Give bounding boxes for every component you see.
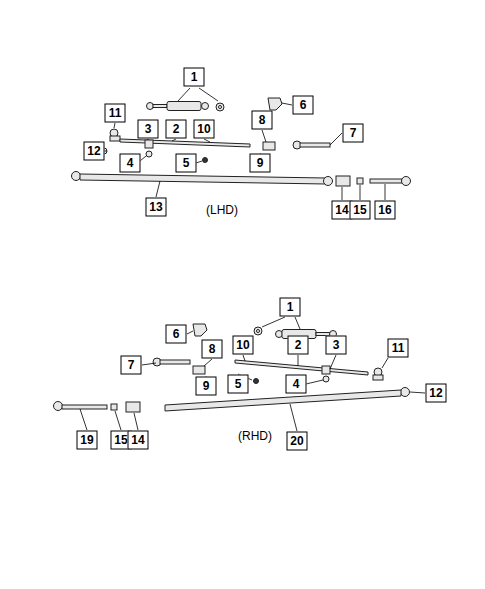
tie-rod-end: [54, 402, 63, 411]
callout-number: 4: [120, 154, 141, 173]
callout-number: 5: [228, 375, 249, 394]
callout-number: 12: [84, 142, 105, 161]
callout-number: 5: [176, 154, 197, 173]
callout-number: 16: [375, 201, 396, 220]
callout-number: 1: [184, 68, 205, 87]
bracket: [193, 324, 207, 336]
callout-number: 2: [166, 120, 187, 139]
clamp: [145, 140, 153, 148]
nut: [357, 178, 363, 184]
adjuster-rod: [120, 139, 250, 147]
sleeve: [126, 402, 140, 412]
adjuster-rod: [235, 360, 368, 375]
washer: [216, 103, 224, 111]
callout-number: 20: [287, 432, 308, 451]
callout-number: 13: [146, 198, 167, 217]
callout-number: 7: [343, 124, 364, 143]
callout-number: 8: [252, 111, 273, 130]
callout-number: 15: [350, 201, 371, 220]
callout-number: 2: [288, 336, 309, 355]
drag-link: [72, 172, 81, 181]
tie-rod-end: [370, 179, 402, 183]
callout-number: 6: [293, 96, 314, 115]
drag-link: [401, 388, 410, 397]
callout-number: 9: [196, 377, 217, 396]
nut: [203, 158, 208, 163]
callout-number: 4: [286, 375, 307, 394]
callout-number: 14: [128, 431, 149, 450]
steering-damper: [147, 102, 225, 112]
callout-number: 6: [166, 325, 187, 344]
callout-number: 8: [202, 340, 223, 359]
callout-number: 12: [426, 384, 447, 403]
view-label: (LHD): [205, 203, 239, 217]
nut: [111, 404, 117, 410]
callout-number: 19: [77, 431, 98, 450]
callout-number: 7: [121, 356, 142, 375]
leader-lines: [80, 88, 425, 431]
callout-number: 10: [233, 336, 254, 355]
clamp: [322, 366, 330, 374]
callout-number: 10: [194, 120, 215, 139]
clamp: [263, 142, 275, 150]
callout-number: 11: [388, 339, 409, 358]
clamp: [193, 366, 205, 374]
callout-number: 9: [250, 154, 271, 173]
callout-number: 1: [280, 298, 301, 317]
view-label: (RHD): [237, 429, 273, 443]
callout-number: 3: [138, 120, 159, 139]
sleeve: [336, 176, 350, 186]
callout-number: 3: [326, 336, 347, 355]
callout-number: 11: [105, 104, 126, 123]
bracket: [268, 98, 282, 110]
